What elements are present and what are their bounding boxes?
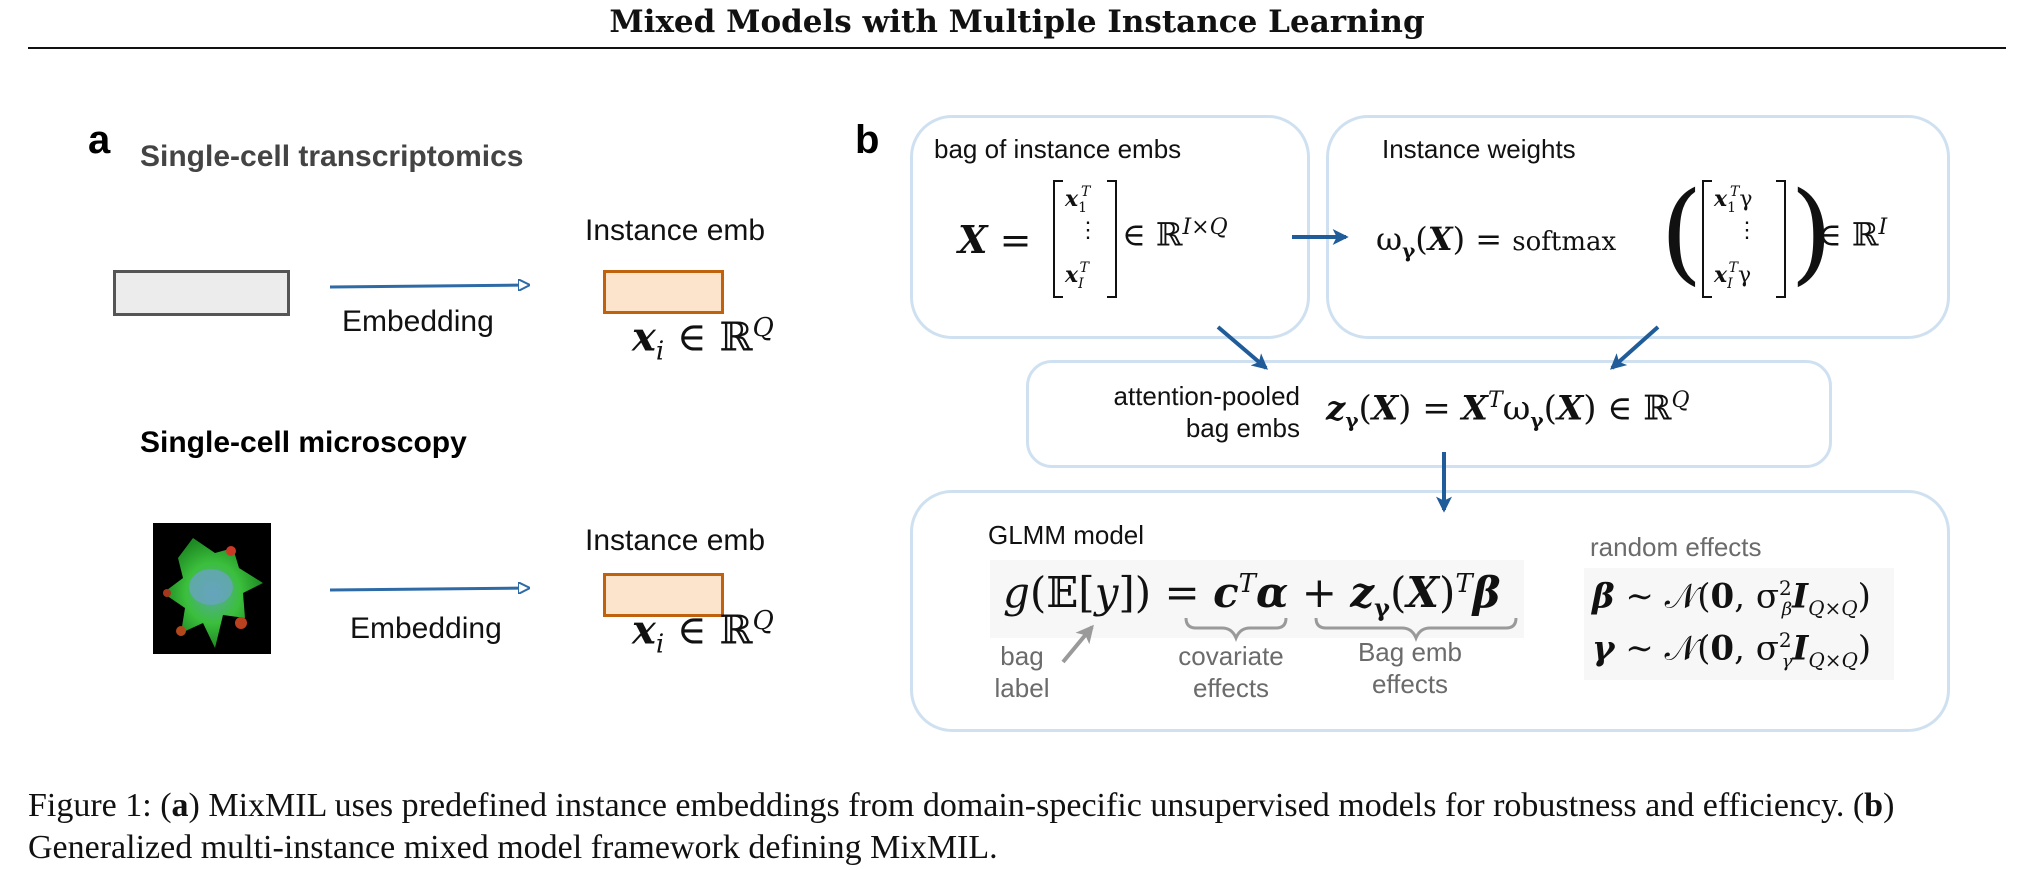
weights-right-paren: )	[1790, 168, 1833, 296]
covariate-line1: covariate	[1178, 641, 1284, 671]
microscopy-heading: Single-cell microscopy	[140, 426, 467, 459]
embedding-label-2: Embedding	[350, 612, 502, 645]
panel-a-letter: a	[88, 118, 111, 162]
gamma-prior: γ ∼ 𝒩(0, σ2γIQ×Q)	[1592, 628, 1872, 673]
bag-box-label: bag of instance embs	[934, 134, 1182, 164]
bag-label-annotation: bag label	[994, 640, 1050, 704]
figure-title: Mixed Models with Multiple Instance Lear…	[609, 4, 1425, 40]
covariate-line2: effects	[1192, 673, 1270, 703]
random-effects-label: random effects	[1590, 532, 1762, 562]
bag-formula-rhs: ∈ ℝI×Q	[1122, 215, 1228, 254]
glmm-formula: g(𝔼[y]) = cTα + zγ(X)Tβ	[1003, 568, 1501, 623]
bag-box	[910, 115, 1310, 339]
cell-microscopy-image	[153, 523, 271, 654]
pooled-formula: zγ(X) = XTωγ(X) ∈ ℝQ	[1326, 388, 1690, 433]
xi-formula-2: xi ∈ ℝQ	[632, 606, 774, 660]
bag-label-line2: label	[994, 673, 1050, 703]
title-rule	[28, 47, 2006, 49]
pooled-label-line1: attention-pooled	[1113, 381, 1300, 411]
weights-formula-lhs: ωγ(X) = softmax	[1376, 220, 1617, 263]
weights-left-paren: (	[1660, 168, 1703, 296]
weights-formula-rhs: ∈ ℝI	[1818, 215, 1888, 254]
transcriptomics-heading: Single-cell transcriptomics	[140, 140, 524, 173]
caption-a: a	[171, 787, 189, 824]
pooled-box	[1026, 360, 1832, 468]
bagemb-annotation: Bag emb effects	[1340, 636, 1480, 700]
instance-emb-box-1	[603, 270, 724, 314]
panel-b-letter: b	[855, 118, 880, 162]
weights-matrix: x1Tγ ⋮ xITγ	[1702, 180, 1786, 298]
bagemb-line2: effects	[1371, 669, 1449, 699]
bag-formula-lhs: X =	[958, 217, 1032, 262]
instance-emb-label-1: Instance emb	[585, 214, 766, 247]
pooled-label: attention-pooled bag embs	[1086, 380, 1300, 444]
instance-emb-box-2	[603, 573, 724, 617]
random-effects-bg	[1584, 568, 1894, 680]
bagemb-line1: Bag emb	[1357, 637, 1463, 667]
transcriptomics-data-box	[113, 270, 290, 316]
embedding-arrow-2	[329, 588, 528, 590]
bag-matrix: x1T ⋮ xIT	[1053, 180, 1117, 298]
caption-b-text: ) Generalized multi-instance mixed model…	[28, 787, 1895, 866]
bag-label-line1: bag	[1000, 641, 1044, 671]
caption-prefix: Figure 1: (	[28, 787, 172, 824]
xi-formula-1: xi ∈ ℝQ	[632, 313, 774, 367]
covariate-annotation: covariate effects	[1166, 640, 1296, 704]
weights-box-label: Instance weights	[1382, 134, 1576, 164]
figure-caption: Figure 1: (a) MixMIL uses predefined ins…	[28, 785, 2018, 869]
beta-prior: β ∼ 𝒩(0, σ2βIQ×Q)	[1592, 576, 1871, 621]
pooled-label-line2: bag embs	[1185, 413, 1300, 443]
embedding-label-1: Embedding	[342, 305, 494, 338]
instance-emb-label-2: Instance emb	[585, 524, 766, 557]
glmm-label: GLMM model	[988, 520, 1145, 550]
embedding-arrow-1	[329, 285, 528, 287]
caption-b: b	[1864, 787, 1884, 824]
caption-a-text: ) MixMIL uses predefined instance embedd…	[188, 787, 1865, 824]
